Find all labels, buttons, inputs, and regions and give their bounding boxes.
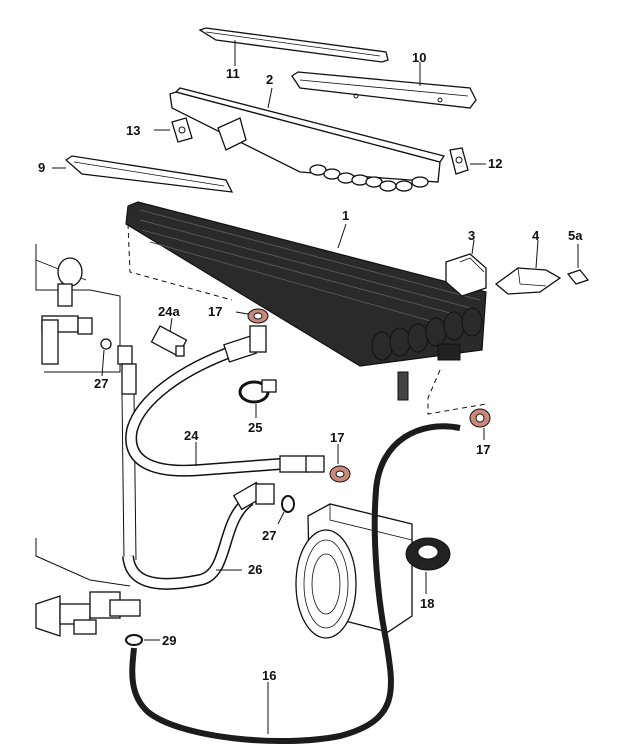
callout-24a: 24a — [158, 304, 180, 319]
callout-3: 3 — [468, 228, 475, 243]
part-2-housing-bracket: 2 — [169, 72, 446, 192]
part-24-refrigerant-hose: 24 — [125, 325, 325, 477]
part-25-hose-clamp: 25 — [238, 379, 277, 435]
part-17-seal-upper: 17 — [208, 304, 269, 324]
upper-left-fitting-assembly: 27 — [35, 244, 121, 391]
callout-25: 25 — [248, 420, 262, 435]
callout-17-upper: 17 — [208, 304, 222, 319]
callout-11: 11 — [226, 66, 240, 81]
callout-24: 24 — [184, 428, 199, 443]
guide-line-left — [127, 223, 233, 301]
callout-4: 4 — [532, 228, 540, 243]
callout-2: 2 — [266, 72, 273, 87]
callout-26: 26 — [248, 562, 262, 577]
blower-motor-housing — [295, 503, 413, 639]
part-16-drain-hose: 16 — [129, 423, 461, 745]
callout-5a: 5a — [568, 228, 583, 243]
part-4-bracket: 4 — [494, 228, 562, 295]
part-18-rubber-grommet: 18 — [405, 537, 451, 611]
part-27-o-ring-lower: 27 — [262, 495, 295, 543]
callout-16: 16 — [262, 668, 276, 683]
condenser-fin-lines — [139, 209, 481, 333]
part-2-tube-coils — [309, 164, 429, 192]
part-17-seal-right: 17 — [469, 408, 491, 457]
part-9-cover-plate: 9 — [38, 155, 234, 193]
part-29-washer: 29 — [125, 633, 176, 648]
callout-27-upper: 27 — [94, 376, 108, 391]
callout-17-right: 17 — [476, 442, 490, 457]
guide-line-right — [427, 369, 487, 415]
part-1-condenser-core: 1 — [125, 201, 487, 401]
part-24a-service-valve: 24a — [150, 304, 188, 357]
part-17-seal-middle: 17 — [329, 430, 351, 483]
callout-10: 10 — [412, 50, 426, 65]
part-13-mount-bracket: 13 — [126, 117, 193, 143]
part-12-mount-bracket: 12 — [449, 147, 502, 175]
part-26-refrigerant-hose: 26 — [122, 481, 275, 590]
condenser-end-coils — [371, 307, 483, 361]
callout-13: 13 — [126, 123, 140, 138]
callout-29: 29 — [162, 633, 176, 648]
part-3-bracket: 3 — [445, 228, 487, 297]
callout-12: 12 — [488, 156, 502, 171]
callout-27-lower: 27 — [262, 528, 276, 543]
part-11-cover-strip: 11 — [198, 27, 389, 81]
part-10-cover-strip: 10 — [291, 50, 477, 109]
part-5a-clip: 5a — [566, 228, 590, 285]
callout-1: 1 — [342, 208, 349, 223]
callout-9: 9 — [38, 160, 45, 175]
callout-17-middle: 17 — [330, 430, 344, 445]
lower-left-evaporator-assembly — [35, 538, 141, 637]
callout-18: 18 — [420, 596, 434, 611]
